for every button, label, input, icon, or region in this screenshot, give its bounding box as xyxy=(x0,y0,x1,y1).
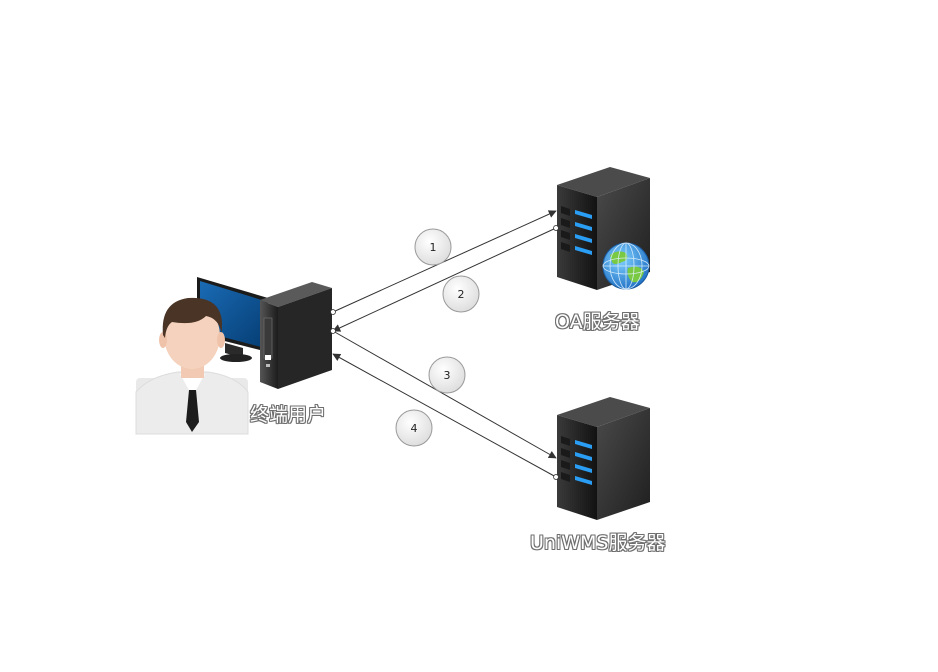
step-badge: 1 xyxy=(414,228,452,266)
arrow-step-4 xyxy=(332,353,559,480)
oa-server-label: OA服务器 xyxy=(555,311,640,333)
step-label: 4 xyxy=(411,422,418,435)
step-badge: 2 xyxy=(442,275,480,313)
step-label: 1 xyxy=(430,241,437,254)
pc-tower-icon xyxy=(260,282,332,389)
arrow-step-3 xyxy=(330,328,557,459)
step-badge: 3 xyxy=(428,356,466,394)
step-label: 2 xyxy=(458,288,465,301)
server-icon xyxy=(557,397,650,520)
step-label: 3 xyxy=(444,369,451,382)
oa-server-node xyxy=(557,167,650,290)
uniwms-server-label: UniWMS服务器 xyxy=(530,532,666,554)
connectors xyxy=(330,210,559,480)
globe-icon xyxy=(602,242,650,290)
step-badge: 4 xyxy=(395,409,433,447)
terminal-user-node xyxy=(135,277,332,435)
terminal-user-label: 终端用户 xyxy=(250,404,327,426)
user-avatar-icon xyxy=(135,297,249,435)
uniwms-server-node xyxy=(557,397,650,520)
arrow-step-2 xyxy=(332,225,559,332)
